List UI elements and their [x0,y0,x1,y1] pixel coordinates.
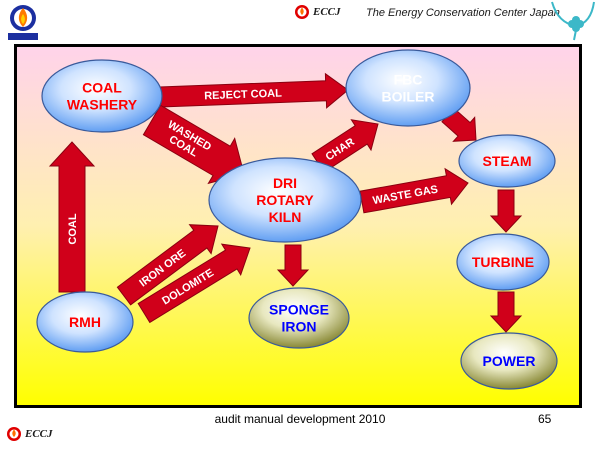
eccj-header-logo: ECCJ [294,4,341,20]
arrow-shape [137,243,251,324]
eccj-footer-logo: ECCJ [6,426,53,442]
arrow-label-reject-coal: REJECT COAL [204,87,282,102]
arrow-kiln-to-sponge [276,244,310,287]
arrow-steam-to-turbine [489,189,523,233]
node-ellipse [345,49,471,127]
arrow-shape [276,244,310,287]
node-turbine: TURBINE [456,233,550,291]
node-label-turbine: TURBINE [472,254,534,270]
slide-frame [14,44,582,408]
arrow-shape [116,224,219,306]
node-ellipse [460,332,558,390]
node-ellipse [41,59,163,133]
node-rmh: RMH [36,291,134,353]
clover-logo-icon [548,0,598,42]
arrow-shape [311,119,379,173]
node-ellipse [458,134,556,188]
eccj-footer-text: ECCJ [25,428,53,440]
node-ellipse [36,291,134,353]
arrow-turbine-to-power [489,291,523,333]
arrow-reject-coal: REJECT COAL [159,72,349,109]
node-ellipse [248,287,350,349]
eccj-header-text: ECCJ [313,6,341,18]
arrow-shape [359,167,469,214]
node-ellipse [456,233,550,291]
arrow-shape [159,72,349,109]
arrow-shape [48,141,96,293]
flame-logo-icon [3,2,47,42]
node-label-rmh: RMH [69,314,101,330]
node-ellipse [208,157,362,243]
node-label-steam: STEAM [483,153,532,169]
arrow-shape [489,189,523,233]
page-number: 65 [538,412,552,426]
eccj-flame-icon [7,427,21,441]
arrow-shape [142,104,245,185]
arrow-coal: COAL [48,141,96,293]
node-label-power: POWER [483,353,536,369]
organization-name: The Energy Conservation Center Japan [366,7,560,19]
footer-text: audit manual development 2010 [214,412,386,426]
node-power: POWER [460,332,558,390]
arrow-waste-gas: WASTE GAS [359,167,469,214]
node-steam: STEAM [458,134,556,188]
eccj-flame-icon [295,5,309,19]
arrow-shape [489,291,523,333]
arrow-label-coal: COAL [67,213,79,244]
